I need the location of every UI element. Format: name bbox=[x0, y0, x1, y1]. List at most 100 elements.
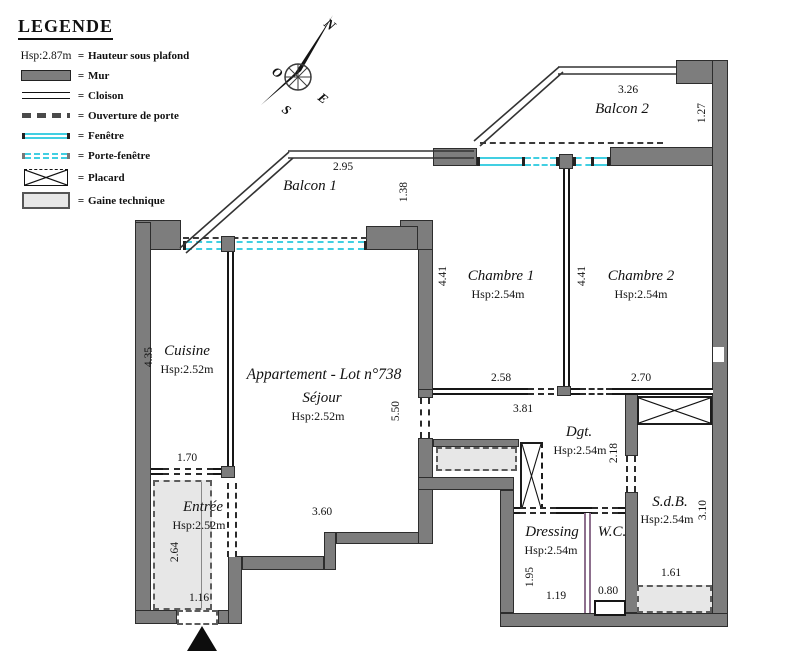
dim-wc-width: 0.80 bbox=[597, 585, 619, 597]
window-swatch-icon bbox=[22, 132, 70, 139]
legend-label: Cloison bbox=[88, 89, 124, 102]
hsp-chambre1: Hsp:2.54m bbox=[471, 287, 525, 301]
equals-sign: = bbox=[77, 149, 85, 162]
wall-chambre1-top bbox=[433, 148, 477, 166]
door-opening-cuisine bbox=[163, 468, 213, 475]
duct-swatch-icon bbox=[22, 192, 70, 209]
partition-cap bbox=[221, 466, 235, 478]
wall-swatch-icon bbox=[21, 70, 71, 81]
door-opening-chambre1 bbox=[528, 388, 564, 395]
dim-balcon2-depth: 1.27 bbox=[696, 102, 708, 124]
room-name-degagement: Dgt. bbox=[565, 424, 593, 440]
wc-niche bbox=[594, 600, 626, 616]
dim-degagement-width: 3.81 bbox=[512, 403, 534, 415]
duct-degagement bbox=[436, 447, 517, 471]
equals-sign: = bbox=[77, 109, 85, 122]
hsp-entree: Hsp:2.52m bbox=[172, 518, 226, 532]
wall-bottom-entree-left bbox=[135, 610, 177, 624]
dim-sejour-height: 5.50 bbox=[390, 400, 402, 422]
room-name-sdb: S.d.B. bbox=[652, 494, 688, 510]
partition-dressing-wc bbox=[584, 513, 591, 613]
legend-label: Gaine technique bbox=[88, 194, 165, 207]
partition-swatch-icon bbox=[22, 92, 70, 99]
legend-row-french-window: = Porte-fenêtre bbox=[18, 148, 228, 163]
door-opening-entree-sejour bbox=[227, 483, 237, 557]
compass-south-label: S bbox=[279, 102, 294, 118]
dim-chambre2-width: 2.70 bbox=[630, 372, 652, 384]
dim-dressing-height: 1.95 bbox=[524, 566, 536, 588]
wall-sejour-right-lower bbox=[418, 438, 433, 544]
dim-balcon1-width: 2.95 bbox=[332, 161, 354, 173]
legend-row-door-opening: = Ouverture de porte bbox=[18, 108, 228, 123]
door-opening-sdb bbox=[626, 456, 636, 492]
room-name-chambre1: Chambre 1 bbox=[467, 268, 535, 284]
partition-chambres-bottom bbox=[433, 388, 713, 395]
door-opening-swatch-icon bbox=[22, 113, 70, 118]
room-name-balcon1: Balcon 1 bbox=[283, 178, 337, 194]
hsp-dressing: Hsp:2.54m bbox=[524, 543, 578, 557]
room-name-chambre2: Chambre 2 bbox=[607, 268, 675, 284]
room-name-dressing: Dressing bbox=[525, 524, 579, 540]
balcon2-floor-edge bbox=[480, 142, 663, 144]
balcon1-floor-edge bbox=[183, 237, 367, 239]
room-name-sejour: Séjour bbox=[302, 390, 342, 406]
legend-title: LEGENDE bbox=[18, 16, 114, 40]
compass-north-label: N bbox=[320, 16, 339, 35]
door-opening-chambre2 bbox=[580, 388, 612, 395]
dim-dressing-width: 1.19 bbox=[545, 590, 567, 602]
partition-chambres bbox=[563, 166, 570, 390]
entrance-arrow-icon bbox=[187, 626, 217, 651]
wall-sejour-bottom-high bbox=[336, 532, 420, 544]
partition-cap bbox=[559, 154, 573, 169]
compass-west-label: O bbox=[269, 64, 286, 82]
door-opening-sejour-degagement bbox=[420, 398, 430, 438]
wall-left bbox=[135, 222, 151, 612]
dim-cuisine-height: 4.35 bbox=[143, 346, 155, 368]
legend-row-closet: = Placard bbox=[18, 168, 228, 187]
dim-balcon2-width: 3.26 bbox=[617, 84, 639, 96]
door-opening-wc bbox=[592, 507, 618, 514]
dim-entree-height: 2.64 bbox=[169, 541, 181, 563]
partition-cuisine-sejour bbox=[227, 244, 234, 472]
legend-label: Hauteur sous plafond bbox=[88, 49, 190, 62]
wall-balcon1-pier bbox=[366, 226, 418, 250]
entrance-door-opening bbox=[177, 610, 218, 625]
closet-sdb bbox=[637, 396, 712, 425]
legend-row-partition: = Cloison bbox=[18, 88, 228, 103]
room-name-cuisine: Cuisine bbox=[164, 343, 210, 359]
door-opening-dressing bbox=[520, 507, 556, 514]
equals-sign: = bbox=[77, 69, 85, 82]
compass: N O E S bbox=[261, 15, 338, 118]
dim-degagement-height: 2.18 bbox=[608, 442, 620, 464]
partition-dressing-top bbox=[514, 507, 625, 514]
french-window-balcon1 bbox=[183, 241, 367, 250]
hsp-sejour: Hsp:2.52m bbox=[291, 409, 345, 423]
legend: LEGENDE Hsp:2.87m = Hauteur sous plafond… bbox=[18, 16, 228, 214]
partition-cap bbox=[221, 236, 235, 252]
dim-sdb-height: 3.10 bbox=[697, 499, 709, 521]
french-window-swatch-icon bbox=[22, 152, 70, 159]
apartment-title: Appartement - Lot n°738 bbox=[246, 366, 402, 383]
wall-dressing-left bbox=[500, 490, 514, 613]
dim-sejour-width: 3.60 bbox=[311, 506, 333, 518]
legend-label: Fenêtre bbox=[88, 129, 124, 142]
room-name-wc: W.C. bbox=[597, 524, 627, 540]
compass-needle-icon bbox=[261, 15, 333, 105]
dim-balcon1-depth: 1.38 bbox=[398, 181, 410, 203]
dim-sdb-width: 1.61 bbox=[660, 567, 682, 579]
wall-sdb-left-lower bbox=[625, 492, 638, 613]
equals-sign: = bbox=[77, 194, 85, 207]
legend-label: Ouverture de porte bbox=[88, 109, 179, 122]
window-chambre1 bbox=[477, 157, 525, 166]
dim-chambre1-width: 2.58 bbox=[490, 372, 512, 384]
french-window-chambre2 bbox=[573, 157, 591, 166]
legend-label: Placard bbox=[88, 171, 125, 184]
compass-east-label: E bbox=[314, 89, 331, 107]
window-chambre2 bbox=[591, 157, 610, 166]
legend-label: Porte-fenêtre bbox=[88, 149, 151, 162]
legend-hsp-key: Hsp:2.87m bbox=[20, 49, 72, 62]
legend-row-duct: = Gaine technique bbox=[18, 192, 228, 209]
closet-swatch-icon bbox=[24, 169, 68, 186]
hsp-sdb: Hsp:2.54m bbox=[640, 512, 694, 526]
wall-chambre2-top bbox=[610, 147, 714, 166]
